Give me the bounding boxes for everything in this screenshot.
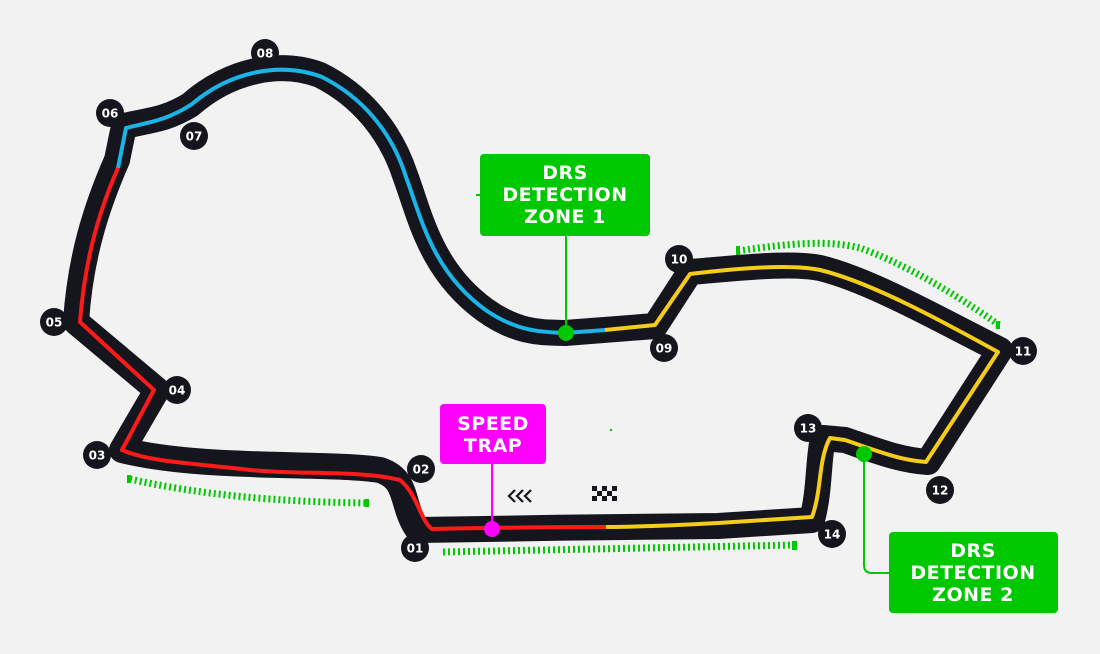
sector-3-line: [604, 265, 1000, 529]
corner-badge-01: 01: [401, 534, 429, 562]
drs-detection-1-line-1: DRS: [542, 162, 588, 184]
drs-detection-2-box: [889, 532, 1058, 613]
corner-number: 03: [89, 449, 106, 463]
corner-badge-circle: [96, 99, 124, 127]
corner-badge-07: 07: [180, 122, 208, 150]
corner-badge-circle: [665, 245, 693, 273]
stray-dot: [609, 428, 613, 432]
corner-badge-04: 04: [163, 376, 191, 404]
corner-badge-08: 08: [251, 39, 279, 67]
speed-trap-box: [440, 404, 546, 464]
corner-badge-circle: [1009, 337, 1037, 365]
corner-badge-circle: [401, 534, 429, 562]
corner-badge-circle: [180, 122, 208, 150]
speed-trap-line-1: SPEED: [457, 413, 529, 435]
drs-zone-marker-1: [129, 475, 369, 507]
drs-zone-marker-2: [442, 541, 796, 556]
corner-badge-12: 12: [926, 476, 954, 504]
corner-number: 12: [932, 484, 949, 498]
corner-badge-09: 09: [650, 334, 678, 362]
sector-1-line: [78, 167, 607, 531]
corner-number: 06: [102, 107, 119, 121]
corner-badge-14: 14: [818, 520, 846, 548]
drs-detection-1-point: [558, 325, 574, 341]
corner-number: 01: [407, 542, 424, 556]
corner-badge-circle: [926, 476, 954, 504]
checkered-flag-icon: [592, 486, 617, 501]
speed-trap-line-2: TRAP: [464, 435, 522, 457]
corner-badge-11: 11: [1009, 337, 1037, 365]
corner-badge-circle: [251, 39, 279, 67]
corner-number: 05: [46, 316, 63, 330]
corner-badge-circle: [407, 455, 435, 483]
speed-trap: SPEED TRAP: [440, 404, 546, 537]
drs-detection-2-point: [856, 446, 872, 462]
drs-zone-end-3b: [996, 321, 1000, 329]
corner-badge-02: 02: [407, 455, 435, 483]
drs-detection-2-line-3: ZONE 2: [932, 584, 1014, 606]
drs-zone-marker-3: [737, 239, 1002, 328]
corner-badge-03: 03: [83, 441, 111, 469]
corner-number: 10: [671, 253, 688, 267]
corner-badge-circle: [40, 308, 68, 336]
chevrons-left-icon: [507, 489, 532, 503]
drs-detection-2-line-1: DRS: [950, 540, 996, 562]
corner-badge-circle: [163, 376, 191, 404]
drs-detection-2-leader: [863, 455, 890, 574]
corner-number: 07: [186, 130, 203, 144]
corner-number: 04: [169, 384, 186, 398]
sector-lines: [78, 67, 1000, 531]
corner-number: 08: [257, 47, 274, 61]
corner-badge-06: 06: [96, 99, 124, 127]
drs-zones: [127, 239, 1002, 556]
corner-badge-10: 10: [665, 245, 693, 273]
drs-detection-1-line-3: ZONE 1: [524, 206, 606, 228]
corner-badge-13: 13: [794, 414, 822, 442]
drs-zone-end-1a: [127, 475, 131, 483]
drs-zone-end-3a: [736, 246, 740, 255]
corner-badge-circle: [794, 414, 822, 442]
drs-detection-2-line-2: DETECTION: [910, 562, 1035, 584]
speed-trap-point: [484, 521, 500, 537]
corner-number: 11: [1015, 345, 1032, 359]
drs-zone-end-1b: [365, 499, 369, 507]
sector-2-line: [116, 67, 606, 335]
drs-detection-1-box: [480, 154, 650, 236]
corner-number: 13: [800, 422, 817, 436]
corner-badge-circle: [650, 334, 678, 362]
corner-number: 09: [656, 342, 673, 356]
corner-number: 14: [824, 528, 841, 542]
drs-detection-2: DRS DETECTION ZONE 2: [856, 446, 1058, 613]
drs-zone-end-2: [792, 541, 797, 550]
corner-badge-05: 05: [40, 308, 68, 336]
corner-badge-circle: [818, 520, 846, 548]
drs-detection-1-line-2: DETECTION: [502, 184, 627, 206]
corner-badge-circle: [83, 441, 111, 469]
corner-badges: 01 02 03 04 05 06 07 08 09 10 11 12 13 14: [40, 39, 1037, 562]
drs-detection-1: DRS DETECTION ZONE 1: [476, 154, 650, 341]
corner-number: 02: [413, 463, 430, 477]
